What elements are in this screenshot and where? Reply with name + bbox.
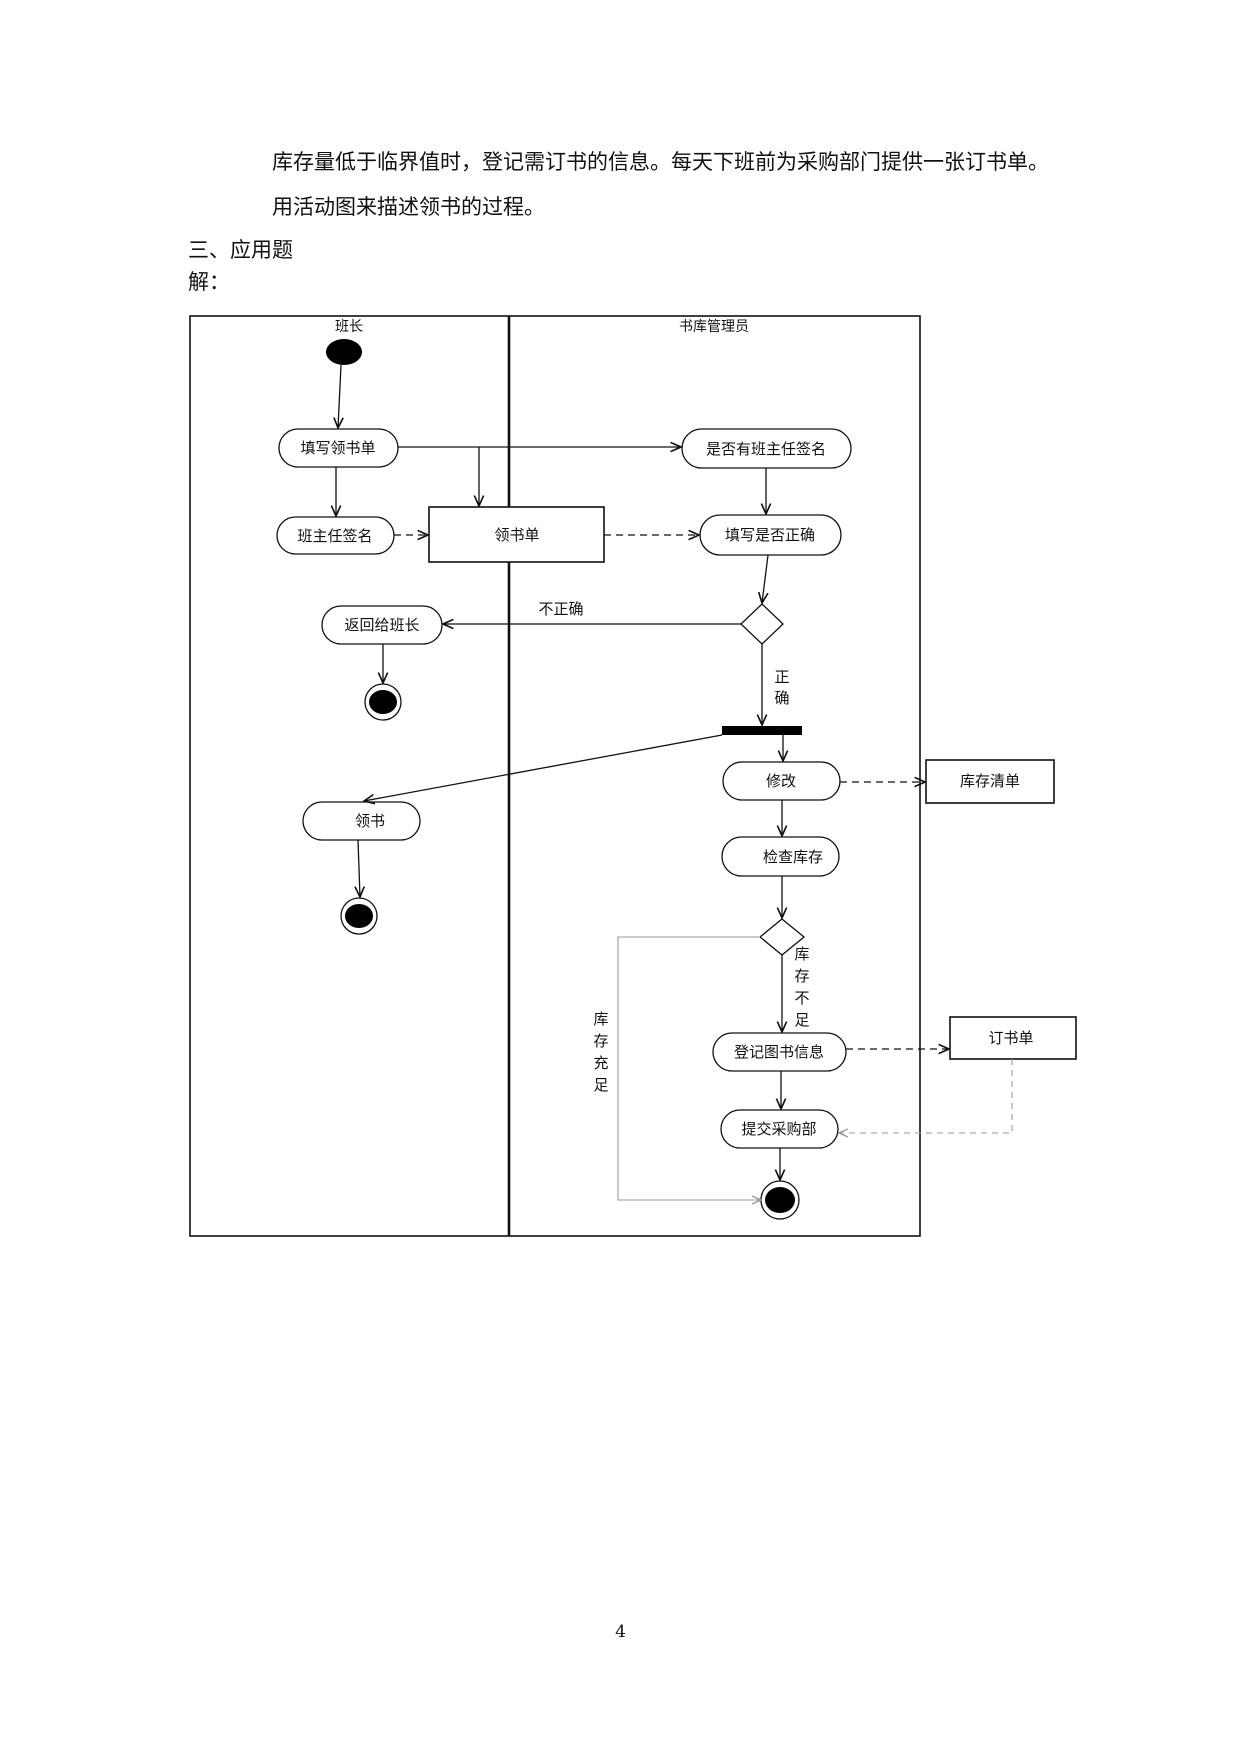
activity-receive-label: 领书: [355, 812, 385, 830]
swimlane-frame: [189, 315, 921, 1237]
activity-teacher-sign-label: 班主任签名: [297, 527, 372, 545]
activity-check-signature-label: 是否有班主任签名: [706, 440, 826, 458]
activity-register-label: 登记图书信息: [734, 1043, 824, 1061]
object-inventory: [925, 759, 1055, 804]
activity-return-label: 返回给班长: [344, 616, 419, 634]
guard-insufficient-3: 不: [794, 989, 809, 1007]
answer-label: 解：: [188, 270, 230, 294]
guard-insufficient-4: 足: [794, 1011, 809, 1029]
flow-decision-sufficient: [617, 936, 761, 1200]
activity-check-stock-label: 检查库存: [763, 848, 823, 866]
guard-correct-1: 正: [774, 668, 789, 686]
object-inventory-label: 库存清单: [960, 772, 1020, 790]
guard-correct-2: 确: [774, 689, 789, 707]
page-number: 4: [615, 1622, 626, 1642]
activity-check-correct-label: 填写是否正确: [725, 526, 815, 544]
object-form-label: 领书单: [494, 526, 539, 544]
end-node-receive: [340, 897, 378, 935]
paragraph-line-2: 用活动图来描述领书的过程。: [272, 195, 545, 219]
activity-fill-form-label: 填写领书单: [300, 439, 375, 457]
object-order: [949, 1016, 1077, 1060]
guard-insufficient-1: 库: [794, 945, 809, 963]
activity-submit-label: 提交采购部: [741, 1120, 816, 1138]
end-node-final: [760, 1180, 800, 1220]
decision-correct: [740, 603, 784, 645]
objflow-order-to-submit: [839, 1059, 1013, 1133]
object-form: [428, 506, 605, 563]
object-order-label: 订书单: [988, 1029, 1033, 1047]
end-node-return: [364, 683, 402, 721]
activity-receive: [302, 801, 421, 841]
guard-sufficient-4: 足: [593, 1076, 608, 1094]
flow-start-to-fill: [338, 364, 341, 428]
guard-insufficient-2: 存: [794, 967, 809, 985]
flow-check-correct-to-decision: [762, 554, 768, 603]
fork-bar: [722, 726, 802, 735]
section-heading: 三、应用题: [188, 238, 293, 262]
flow-receive-to-end: [358, 839, 360, 897]
lane-title-librarian: 书库管理员: [679, 319, 749, 335]
guard-sufficient-3: 充: [593, 1054, 608, 1072]
flow-fork-to-receive: [364, 734, 723, 801]
paragraph-line-1: 库存量低于临界值时，登记需订书的信息。每天下班前为采购部门提供一张订书单。: [272, 150, 1049, 174]
start-node: [326, 339, 362, 365]
lane-title-monitor: 班长: [335, 319, 363, 335]
guard-sufficient-1: 库: [593, 1010, 608, 1028]
guard-sufficient-2: 存: [593, 1032, 608, 1050]
guard-incorrect: 不正确: [538, 600, 583, 618]
activity-modify-label: 修改: [766, 772, 796, 790]
